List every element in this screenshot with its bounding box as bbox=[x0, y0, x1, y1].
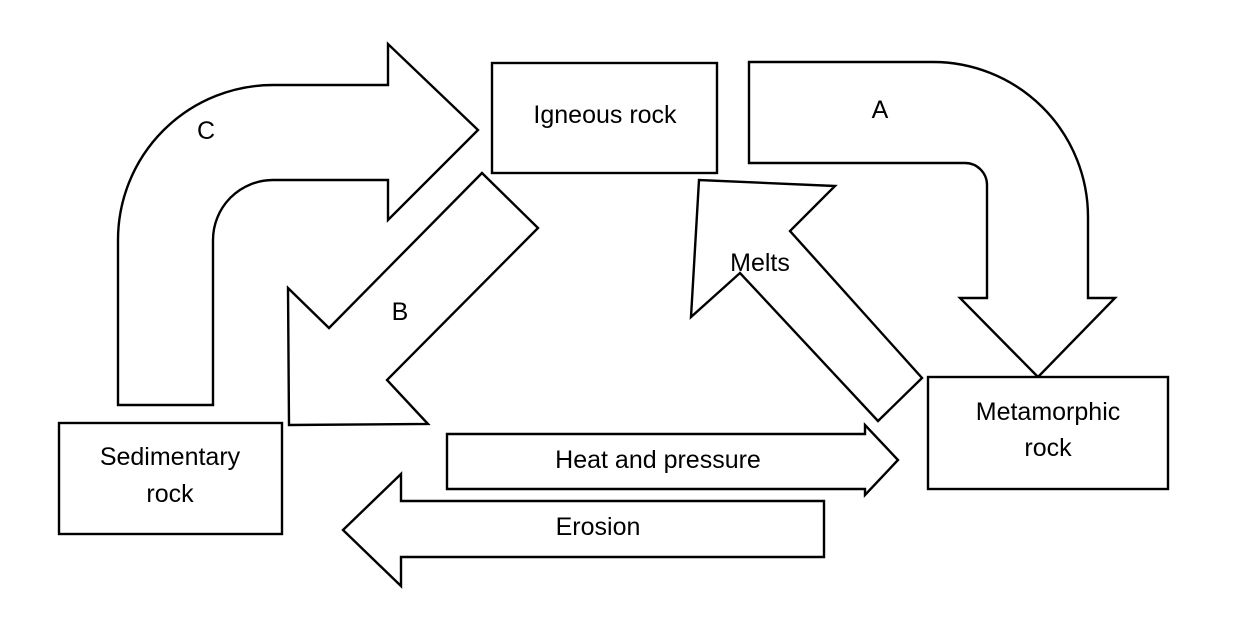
arrow-melts-metamorphic-to-igneous bbox=[689, 178, 924, 423]
arrow-erosion-label: Erosion bbox=[556, 513, 641, 541]
node-metamorphic-rock-label-line1: Metamorphic bbox=[976, 398, 1121, 426]
arrow-c-label: C bbox=[197, 117, 215, 145]
arrow-b-igneous-to-sedimentary bbox=[286, 171, 540, 427]
node-metamorphic-rock-label-line2: rock bbox=[1024, 434, 1072, 462]
node-sedimentary-rock-label-line1: Sedimentary bbox=[100, 443, 241, 471]
node-sedimentary-rock: Sedimentary rock bbox=[57, 421, 284, 536]
node-igneous-rock-label: Igneous rock bbox=[533, 101, 677, 129]
node-igneous-rock: Igneous rock bbox=[490, 61, 719, 175]
arrow-c-sedimentary-to-igneous bbox=[116, 41, 480, 407]
arrow-melts-label: Melts bbox=[730, 249, 790, 277]
node-sedimentary-rock-label-line2: rock bbox=[146, 480, 194, 508]
node-metamorphic-rock: Metamorphic rock bbox=[926, 375, 1170, 491]
arrow-a-label: A bbox=[872, 96, 889, 124]
arrow-erosion bbox=[341, 471, 826, 589]
arrow-a-igneous-to-metamorphic bbox=[747, 60, 1118, 379]
arrow-b-label: B bbox=[392, 298, 409, 326]
arrow-heat-and-pressure bbox=[445, 421, 900, 499]
arrow-heat-and-pressure-label: Heat and pressure bbox=[555, 446, 761, 474]
